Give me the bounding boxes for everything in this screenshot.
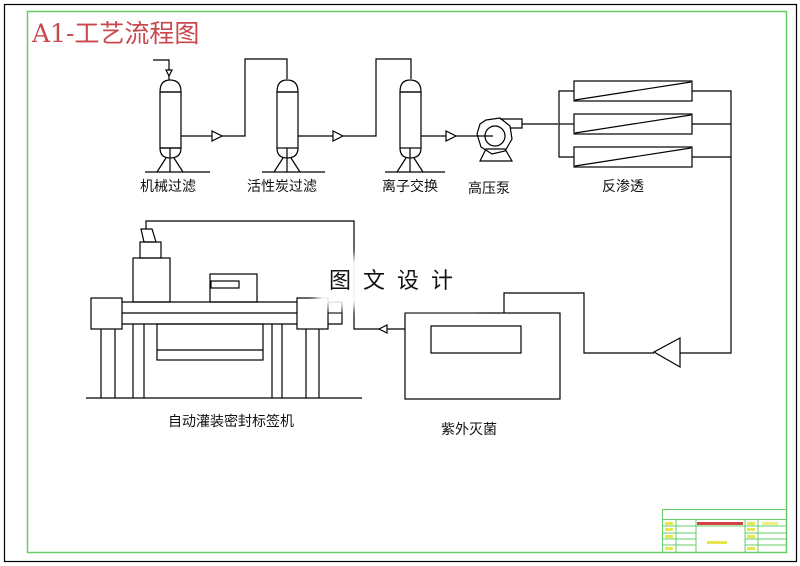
flow-arrow-icon bbox=[332, 130, 345, 142]
label-uv-sterilization: 紫外灭菌 bbox=[441, 422, 497, 438]
title-block bbox=[662, 509, 787, 553]
inner-frame bbox=[26, 10, 788, 554]
flow-arrow-icon bbox=[445, 130, 458, 142]
ion-exchange-vessel bbox=[385, 79, 445, 173]
label-reverse-osmosis: 反渗透 bbox=[602, 179, 644, 195]
watermark: 图文设计 bbox=[322, 262, 472, 302]
reverse-osmosis-membranes bbox=[558, 80, 732, 354]
label-filling-machine: 自动灌装密封标签机 bbox=[168, 414, 294, 430]
activated-carbon-vessel bbox=[262, 79, 325, 173]
filling-machine bbox=[86, 228, 362, 399]
label-mechanical-filter: 机械过滤 bbox=[140, 179, 196, 195]
outer-frame bbox=[3, 3, 798, 563]
label-high-pressure-pump: 高压泵 bbox=[468, 181, 510, 197]
mechanical-filter-vessel bbox=[145, 59, 210, 173]
drawing-title: A1-工艺流程图 bbox=[32, 19, 200, 48]
uv-sterilizer-unit bbox=[404, 312, 561, 400]
title-block-marks bbox=[665, 522, 778, 550]
high-pressure-pump-icon bbox=[476, 117, 523, 162]
label-activated-carbon-filter: 活性炭过滤 bbox=[247, 179, 317, 195]
flow-arrow-icon bbox=[652, 336, 681, 369]
label-ion-exchange: 离子交换 bbox=[382, 179, 438, 195]
flow-arrow-icon bbox=[377, 324, 388, 334]
inlet-arrow-icon bbox=[165, 69, 173, 78]
flow-arrow-icon bbox=[211, 130, 224, 142]
